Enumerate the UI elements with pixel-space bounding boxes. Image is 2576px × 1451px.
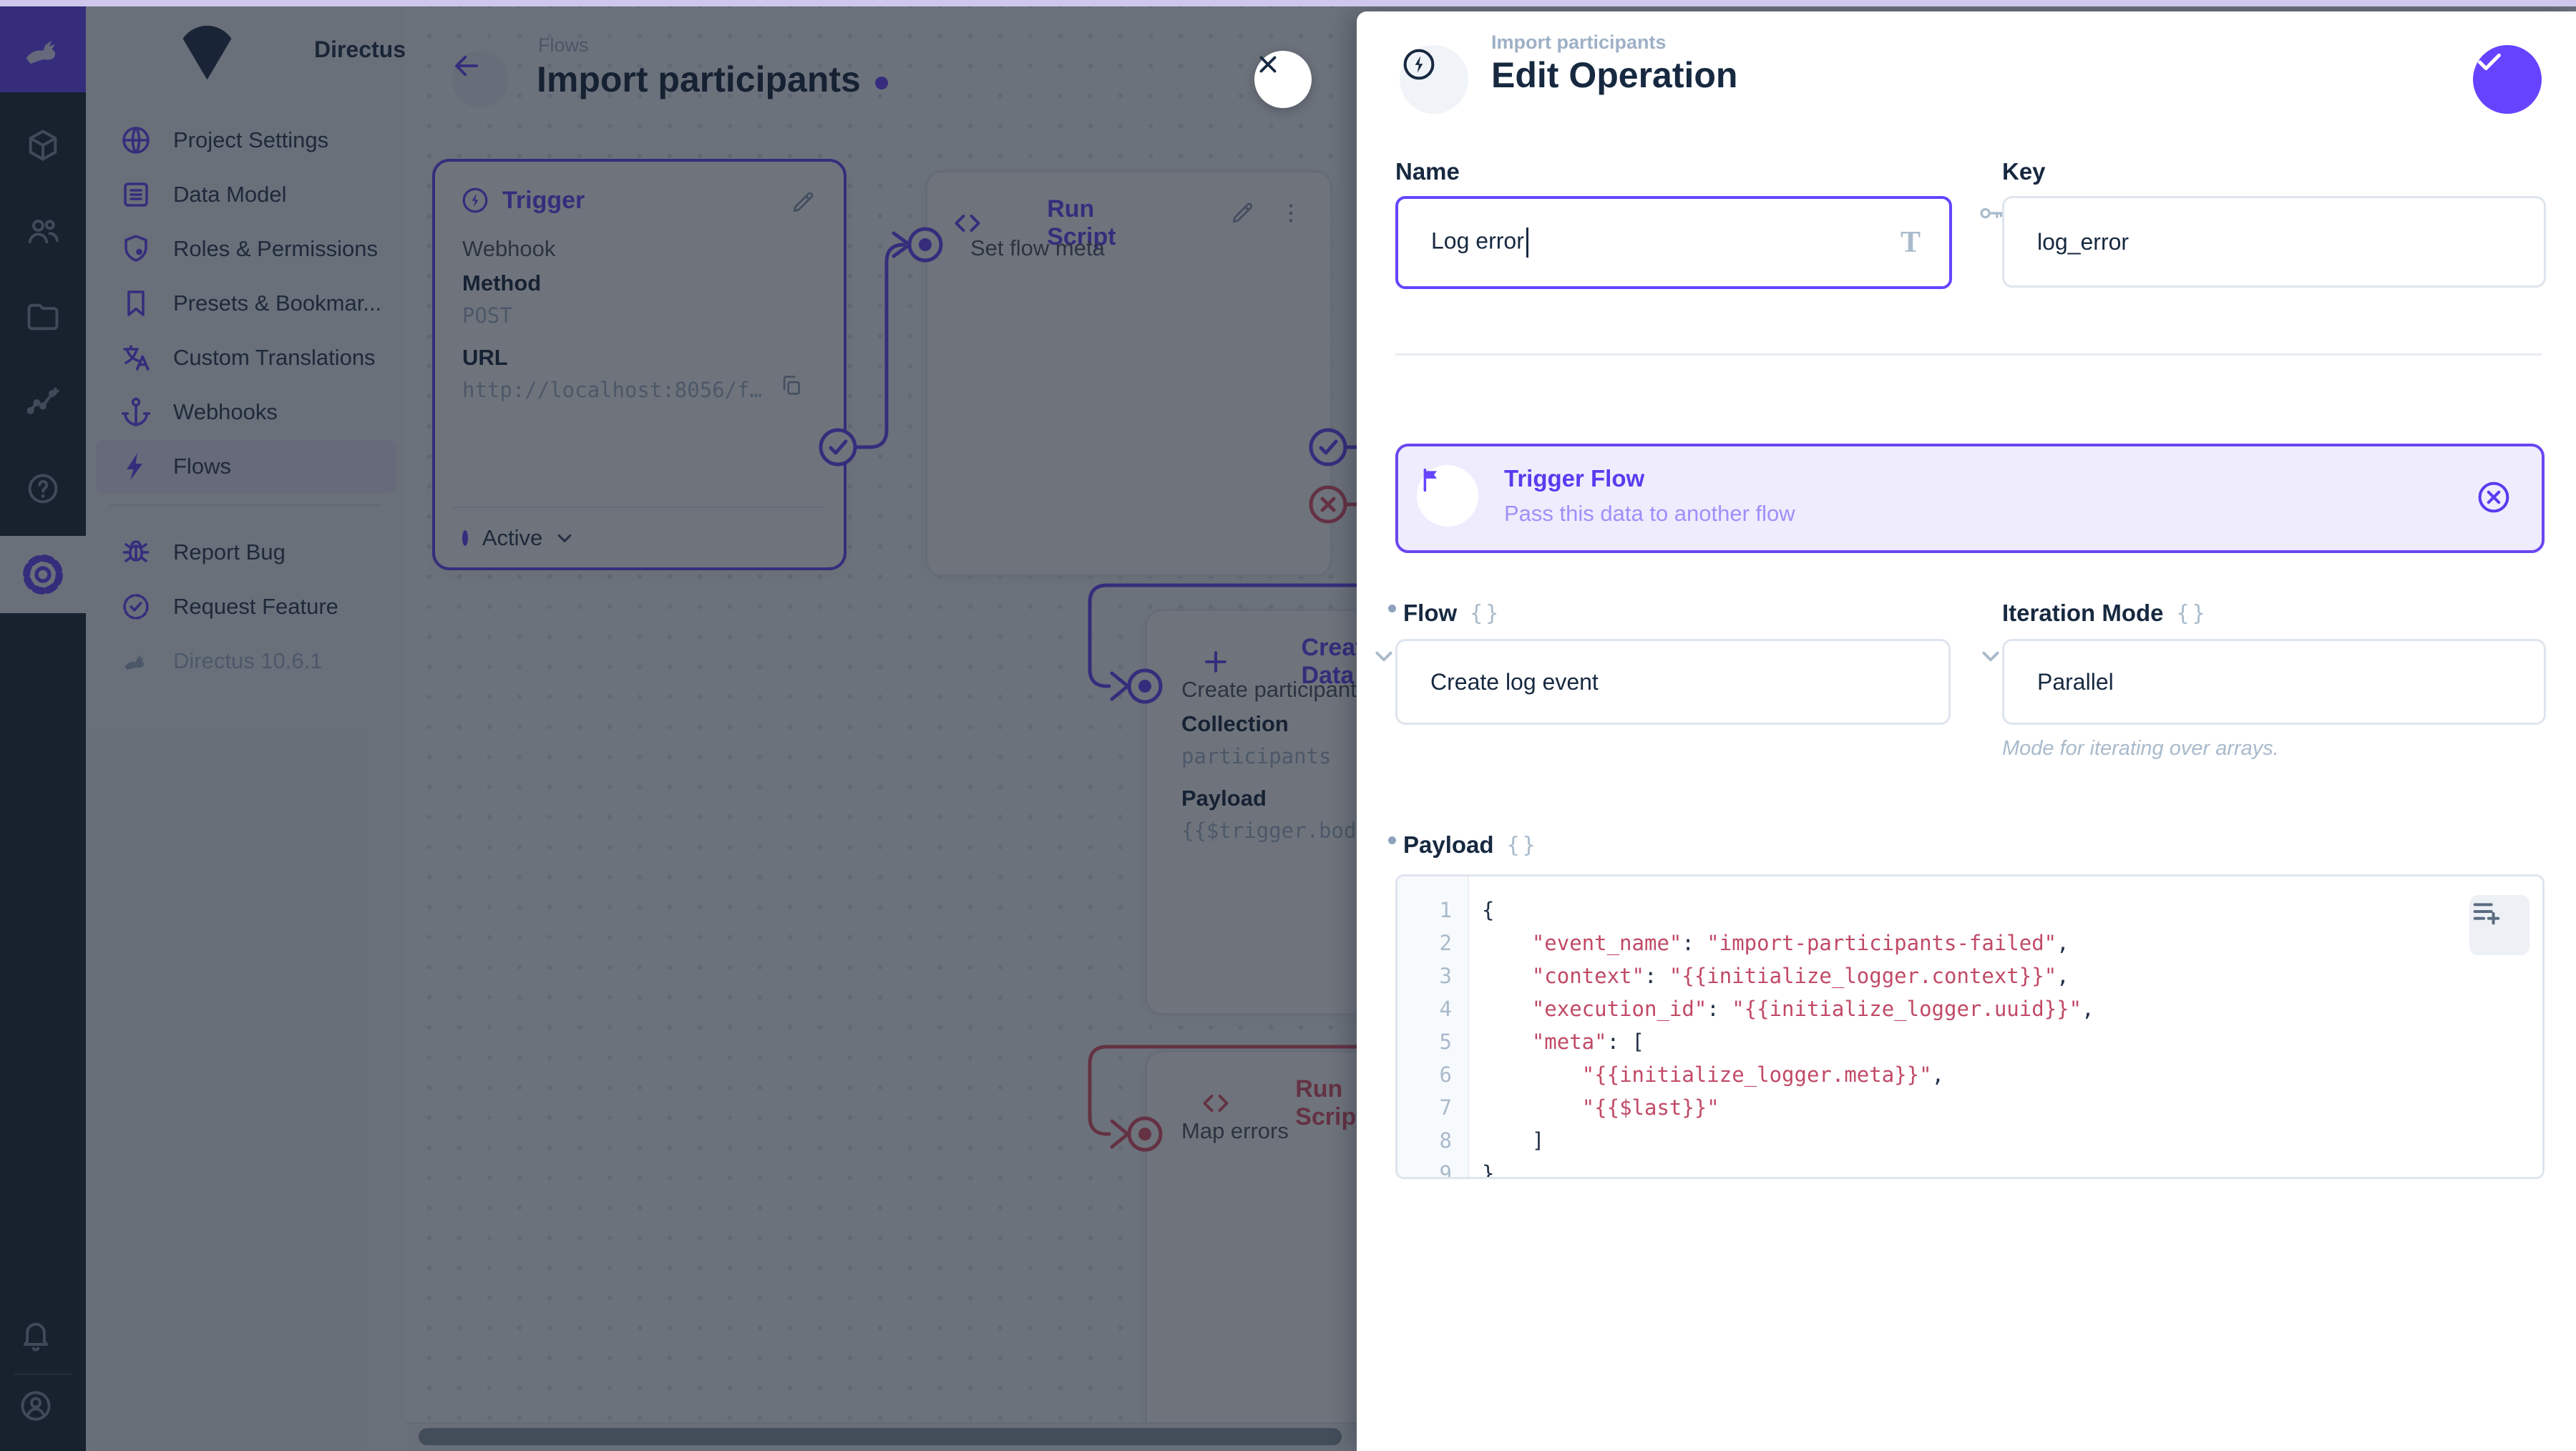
deselect-operation-icon[interactable] <box>2474 478 2513 520</box>
drawer-title: Edit Operation <box>1491 54 1737 96</box>
chevron-down-icon <box>1369 641 1920 723</box>
code-line: "execution_id": "{{initialize_logger.uui… <box>1482 992 2542 1025</box>
code-line: } <box>1482 1157 2542 1179</box>
bolt-circle-icon <box>1400 45 1468 114</box>
flag-icon <box>1417 465 1478 527</box>
iteration-mode-select[interactable]: Parallel <box>2002 639 2546 725</box>
name-label: Name <box>1395 158 1460 185</box>
operation-type-button[interactable] <box>1400 45 1468 114</box>
code-line: ] <box>1482 1124 2542 1157</box>
raw-value-icon[interactable]: {} <box>1470 601 1501 626</box>
payload-label: Payload {} <box>1388 831 1538 859</box>
edit-operation-drawer: Import participants Edit Operation Name … <box>1357 11 2576 1451</box>
payload-code-editor[interactable]: 123456789 { "event_name": "import-partic… <box>1395 874 2545 1179</box>
raw-value-icon[interactable]: {} <box>2177 601 2208 626</box>
name-input[interactable]: Log error T <box>1395 196 1952 289</box>
code-line: "context": "{{initialize_logger.context}… <box>1482 959 2542 992</box>
save-button[interactable] <box>2473 45 2542 114</box>
insert-field-button[interactable] <box>2469 895 2529 955</box>
close-icon <box>1254 51 1312 108</box>
code-line: "meta": [ <box>1482 1025 2542 1058</box>
close-drawer-button[interactable] <box>1254 51 1312 108</box>
trigger-flow-card[interactable]: Trigger Flow Pass this data to another f… <box>1395 444 2545 553</box>
iteration-mode-label: Iteration Mode {} <box>2002 600 2208 627</box>
trigger-flow-subtitle: Pass this data to another flow <box>1504 501 1795 527</box>
key-label: Key <box>2002 158 2046 185</box>
flag-icon-circle <box>1417 465 1478 527</box>
flow-select[interactable]: Create log event <box>1395 639 1951 725</box>
window-top-strip <box>0 0 2576 6</box>
code-line: "{{$last}}" <box>1482 1091 2542 1124</box>
code-line: "event_name": "import-participants-faile… <box>1482 927 2542 959</box>
key-input[interactable]: log_error <box>2002 196 2546 288</box>
code-line: "{{initialize_logger.meta}}", <box>1482 1058 2542 1091</box>
required-dot <box>1388 605 1396 612</box>
drawer-breadcrumb: Import participants <box>1491 31 1667 54</box>
iteration-mode-note: Mode for iterating over arrays. <box>2002 737 2279 761</box>
flow-label: Flow {} <box>1388 600 1501 627</box>
required-dot <box>1388 836 1396 844</box>
code-pane[interactable]: { "event_name": "import-participants-fai… <box>1470 876 2542 1179</box>
title-icon: T <box>1901 225 1921 260</box>
raw-value-icon[interactable]: {} <box>1507 833 1538 858</box>
code-line: { <box>1482 894 2542 927</box>
drawer-divider <box>1395 353 2542 356</box>
text-caret <box>1526 228 1528 258</box>
key-icon <box>1976 198 2515 285</box>
line-numbers-gutter: 123456789 <box>1397 876 1469 1177</box>
chevron-down-icon <box>1976 641 2515 723</box>
trigger-flow-title: Trigger Flow <box>1504 465 1644 492</box>
check-icon <box>2473 45 2542 114</box>
playlist-add-icon <box>2469 895 2529 955</box>
